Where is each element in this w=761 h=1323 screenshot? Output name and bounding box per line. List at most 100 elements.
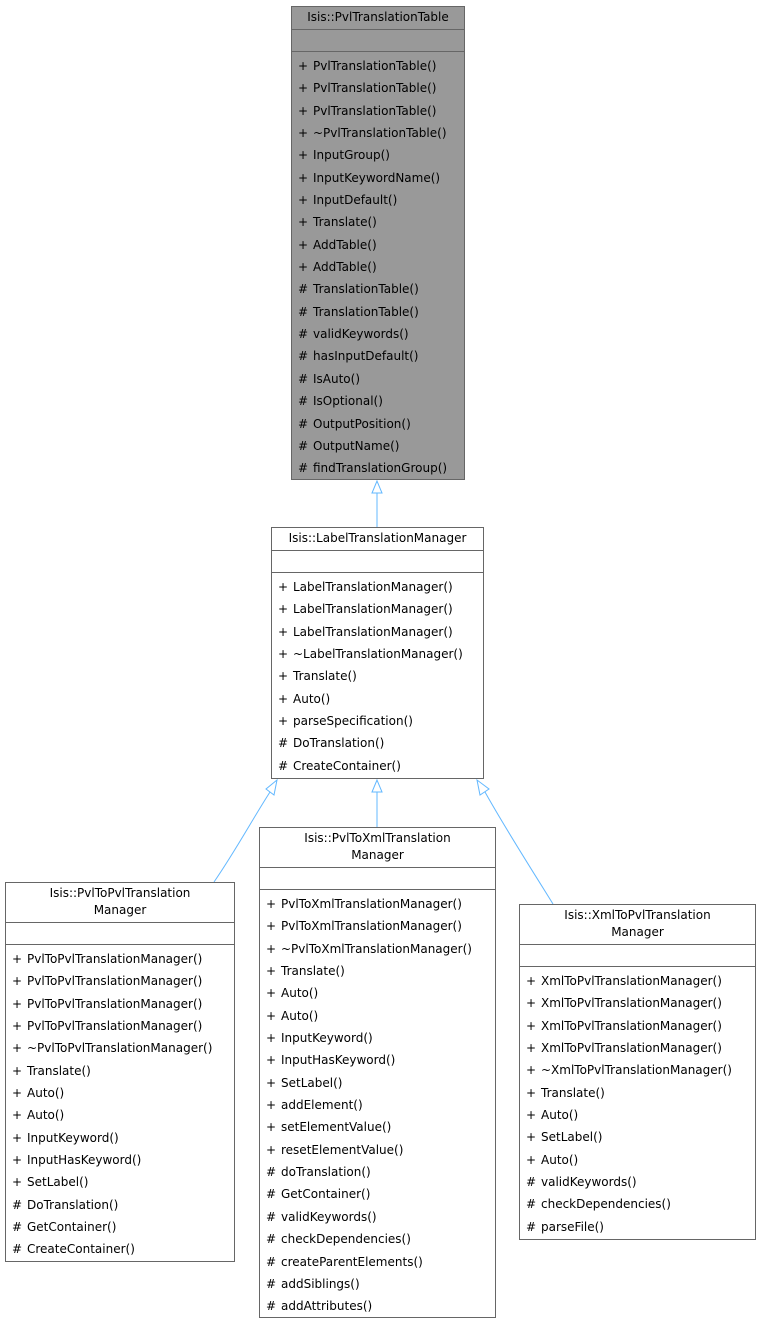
operation-name: Auto() — [541, 1108, 579, 1123]
operation[interactable]: +InputHasKeyword() — [6, 1149, 234, 1171]
operation[interactable]: #TranslationTable() — [292, 301, 464, 323]
operation[interactable]: #IsOptional() — [292, 390, 464, 412]
operation[interactable]: #IsAuto() — [292, 368, 464, 390]
operation[interactable]: +PvlToPvlTranslationManager() — [6, 970, 234, 992]
operation[interactable]: +~XmlToPvlTranslationManager() — [520, 1059, 755, 1081]
operation[interactable]: #validKeywords() — [292, 323, 464, 345]
operation-name: DoTranslation() — [27, 1197, 119, 1212]
operation[interactable]: #findTranslationGroup() — [292, 457, 464, 479]
operation[interactable]: +~PvlToPvlTranslationManager() — [6, 1037, 234, 1059]
operation[interactable]: #addSiblings() — [260, 1273, 495, 1295]
operation[interactable]: #OutputName() — [292, 435, 464, 457]
operation[interactable]: #createParentElements() — [260, 1251, 495, 1273]
operation[interactable]: #CreateContainer() — [272, 755, 483, 777]
operation[interactable]: +Auto() — [520, 1149, 755, 1171]
operation[interactable]: #GetContainer() — [6, 1216, 234, 1238]
operation[interactable]: #GetContainer() — [260, 1183, 495, 1205]
class-box-pvl-to-xml-translation-manager[interactable]: Isis::PvlToXmlTranslation Manager +PvlTo… — [259, 827, 496, 1318]
operation[interactable]: +XmlToPvlTranslationManager() — [520, 992, 755, 1014]
operation[interactable]: #validKeywords() — [520, 1171, 755, 1193]
visibility-marker: + — [298, 215, 309, 230]
operation[interactable]: +Translate() — [6, 1060, 234, 1082]
operation[interactable]: +Auto() — [6, 1082, 234, 1104]
operation[interactable]: +PvlTranslationTable() — [292, 77, 464, 99]
attributes-compartment — [520, 945, 755, 967]
operation[interactable]: +Translate() — [520, 1082, 755, 1104]
operation[interactable]: #OutputPosition() — [292, 413, 464, 435]
class-box-label-translation-manager[interactable]: Isis::LabelTranslationManager +LabelTran… — [271, 527, 484, 779]
operation[interactable]: #parseFile() — [520, 1216, 755, 1238]
operation[interactable]: +InputKeywordName() — [292, 167, 464, 189]
operation[interactable]: +LabelTranslationManager() — [272, 598, 483, 620]
inheritance-arrowhead — [371, 479, 383, 494]
operation[interactable]: +XmlToPvlTranslationManager() — [520, 1037, 755, 1059]
operation[interactable]: +XmlToPvlTranslationManager() — [520, 1015, 755, 1037]
operation[interactable]: +PvlToXmlTranslationManager() — [260, 915, 495, 937]
visibility-marker: # — [12, 1242, 23, 1257]
operation[interactable]: +InputKeyword() — [260, 1027, 495, 1049]
operation[interactable]: #TranslationTable() — [292, 278, 464, 300]
operation[interactable]: +InputGroup() — [292, 144, 464, 166]
operation[interactable]: +setElementValue() — [260, 1116, 495, 1138]
operation-name: SetLabel() — [541, 1130, 603, 1145]
operation[interactable]: +~PvlToXmlTranslationManager() — [260, 938, 495, 960]
operation[interactable]: +PvlTranslationTable() — [292, 55, 464, 77]
operation[interactable]: +PvlToPvlTranslationManager() — [6, 1015, 234, 1037]
operation[interactable]: +Auto() — [6, 1104, 234, 1126]
operation-name: LabelTranslationManager() — [293, 624, 453, 639]
class-box-pvl-to-pvl-translation-manager[interactable]: Isis::PvlToPvlTranslation Manager +PvlTo… — [5, 882, 235, 1262]
operation[interactable]: +PvlTranslationTable() — [292, 100, 464, 122]
operation-name: GetContainer() — [27, 1220, 117, 1235]
operation-name: TranslationTable() — [313, 282, 419, 297]
operation[interactable]: +Translate() — [292, 211, 464, 233]
operation[interactable]: #addAttributes() — [260, 1295, 495, 1317]
operations-compartment: +PvlToPvlTranslationManager() +PvlToPvlT… — [6, 945, 234, 1261]
operation[interactable]: #validKeywords() — [260, 1206, 495, 1228]
operation[interactable]: #CreateContainer() — [6, 1238, 234, 1260]
operation[interactable]: +LabelTranslationManager() — [272, 621, 483, 643]
operation[interactable]: #hasInputDefault() — [292, 345, 464, 367]
operation-name: Translate() — [293, 669, 357, 684]
operation[interactable]: +InputKeyword() — [6, 1127, 234, 1149]
operation[interactable]: +parseSpecification() — [272, 710, 483, 732]
visibility-marker: + — [266, 1053, 277, 1068]
operation[interactable]: +PvlToXmlTranslationManager() — [260, 893, 495, 915]
operation-name: CreateContainer() — [293, 758, 401, 773]
operation[interactable]: +AddTable() — [292, 234, 464, 256]
operation[interactable]: +SetLabel() — [260, 1072, 495, 1094]
operation[interactable]: +LabelTranslationManager() — [272, 576, 483, 598]
operation[interactable]: #doTranslation() — [260, 1161, 495, 1183]
operation[interactable]: #checkDependencies() — [520, 1193, 755, 1215]
operation[interactable]: +AddTable() — [292, 256, 464, 278]
operation-name: validKeywords() — [281, 1209, 377, 1224]
operation[interactable]: +~PvlTranslationTable() — [292, 122, 464, 144]
operation[interactable]: +InputDefault() — [292, 189, 464, 211]
operation[interactable]: +SetLabel() — [520, 1126, 755, 1148]
operation[interactable]: +Auto() — [260, 982, 495, 1004]
operation[interactable]: +PvlToPvlTranslationManager() — [6, 948, 234, 970]
visibility-marker: # — [266, 1299, 277, 1314]
operation[interactable]: +InputHasKeyword() — [260, 1049, 495, 1071]
operation[interactable]: #DoTranslation() — [272, 732, 483, 754]
operation[interactable]: +Translate() — [272, 665, 483, 687]
visibility-marker: # — [266, 1276, 277, 1291]
edge-pvltopvl-to-labeltranslationmanager — [213, 791, 271, 883]
operation[interactable]: +XmlToPvlTranslationManager() — [520, 970, 755, 992]
operation[interactable]: +PvlToPvlTranslationManager() — [6, 993, 234, 1015]
operation-name: Translate() — [281, 964, 345, 979]
operation-name: Auto() — [293, 691, 331, 706]
operation[interactable]: +~LabelTranslationManager() — [272, 643, 483, 665]
operation[interactable]: +Translate() — [260, 960, 495, 982]
operation[interactable]: +resetElementValue() — [260, 1139, 495, 1161]
operation[interactable]: +Auto() — [272, 688, 483, 710]
operation[interactable]: +SetLabel() — [6, 1171, 234, 1193]
operation[interactable]: +addElement() — [260, 1094, 495, 1116]
class-box-pvl-translation-table[interactable]: Isis::PvlTranslationTable +PvlTranslatio… — [291, 6, 465, 480]
operation-name: doTranslation() — [281, 1165, 371, 1180]
operation[interactable]: +Auto() — [260, 1005, 495, 1027]
operation[interactable]: +Auto() — [520, 1104, 755, 1126]
operation[interactable]: #DoTranslation() — [6, 1194, 234, 1216]
operation[interactable]: #checkDependencies() — [260, 1228, 495, 1250]
class-box-xml-to-pvl-translation-manager[interactable]: Isis::XmlToPvlTranslation Manager +XmlTo… — [519, 904, 756, 1240]
